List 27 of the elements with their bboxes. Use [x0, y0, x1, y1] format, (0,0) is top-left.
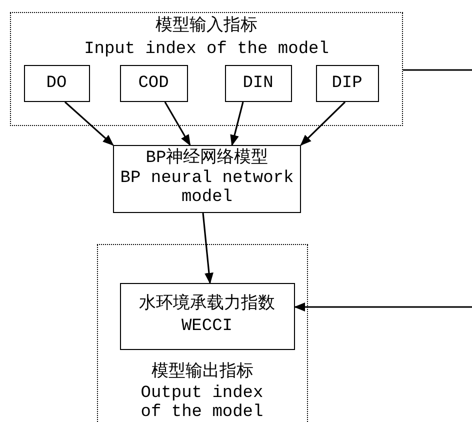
output-group-box — [97, 244, 308, 422]
label-text: COD — [137, 74, 170, 92]
output-box — [120, 282, 294, 350]
arrow — [202, 212, 214, 284]
heading-text: 水环境承载力指数 — [138, 294, 276, 314]
arrow — [230, 102, 244, 146]
label-text: Output index of the model — [140, 384, 264, 422]
arrow — [164, 102, 191, 146]
label-text: Input index of the model — [83, 40, 330, 59]
label-text: BP neural network model — [119, 169, 295, 207]
input-box — [224, 64, 292, 102]
label-text: DIN — [242, 74, 274, 92]
label-text: WECCI — [180, 316, 234, 336]
input-box — [120, 64, 188, 102]
arrow — [300, 101, 346, 146]
input-box — [24, 64, 90, 102]
connector-line — [403, 69, 472, 71]
heading-text: 模型输出指标 — [150, 363, 254, 382]
heading-text: BP神经网络模型 — [144, 149, 270, 168]
label-text: DIP — [330, 74, 364, 92]
arrow — [294, 302, 472, 312]
heading-text: 模型输入指标 — [154, 17, 258, 36]
model-box — [113, 145, 301, 213]
label-text: DO — [45, 74, 68, 92]
input-group-box — [10, 12, 403, 126]
arrow — [64, 101, 114, 146]
input-box — [316, 64, 378, 102]
